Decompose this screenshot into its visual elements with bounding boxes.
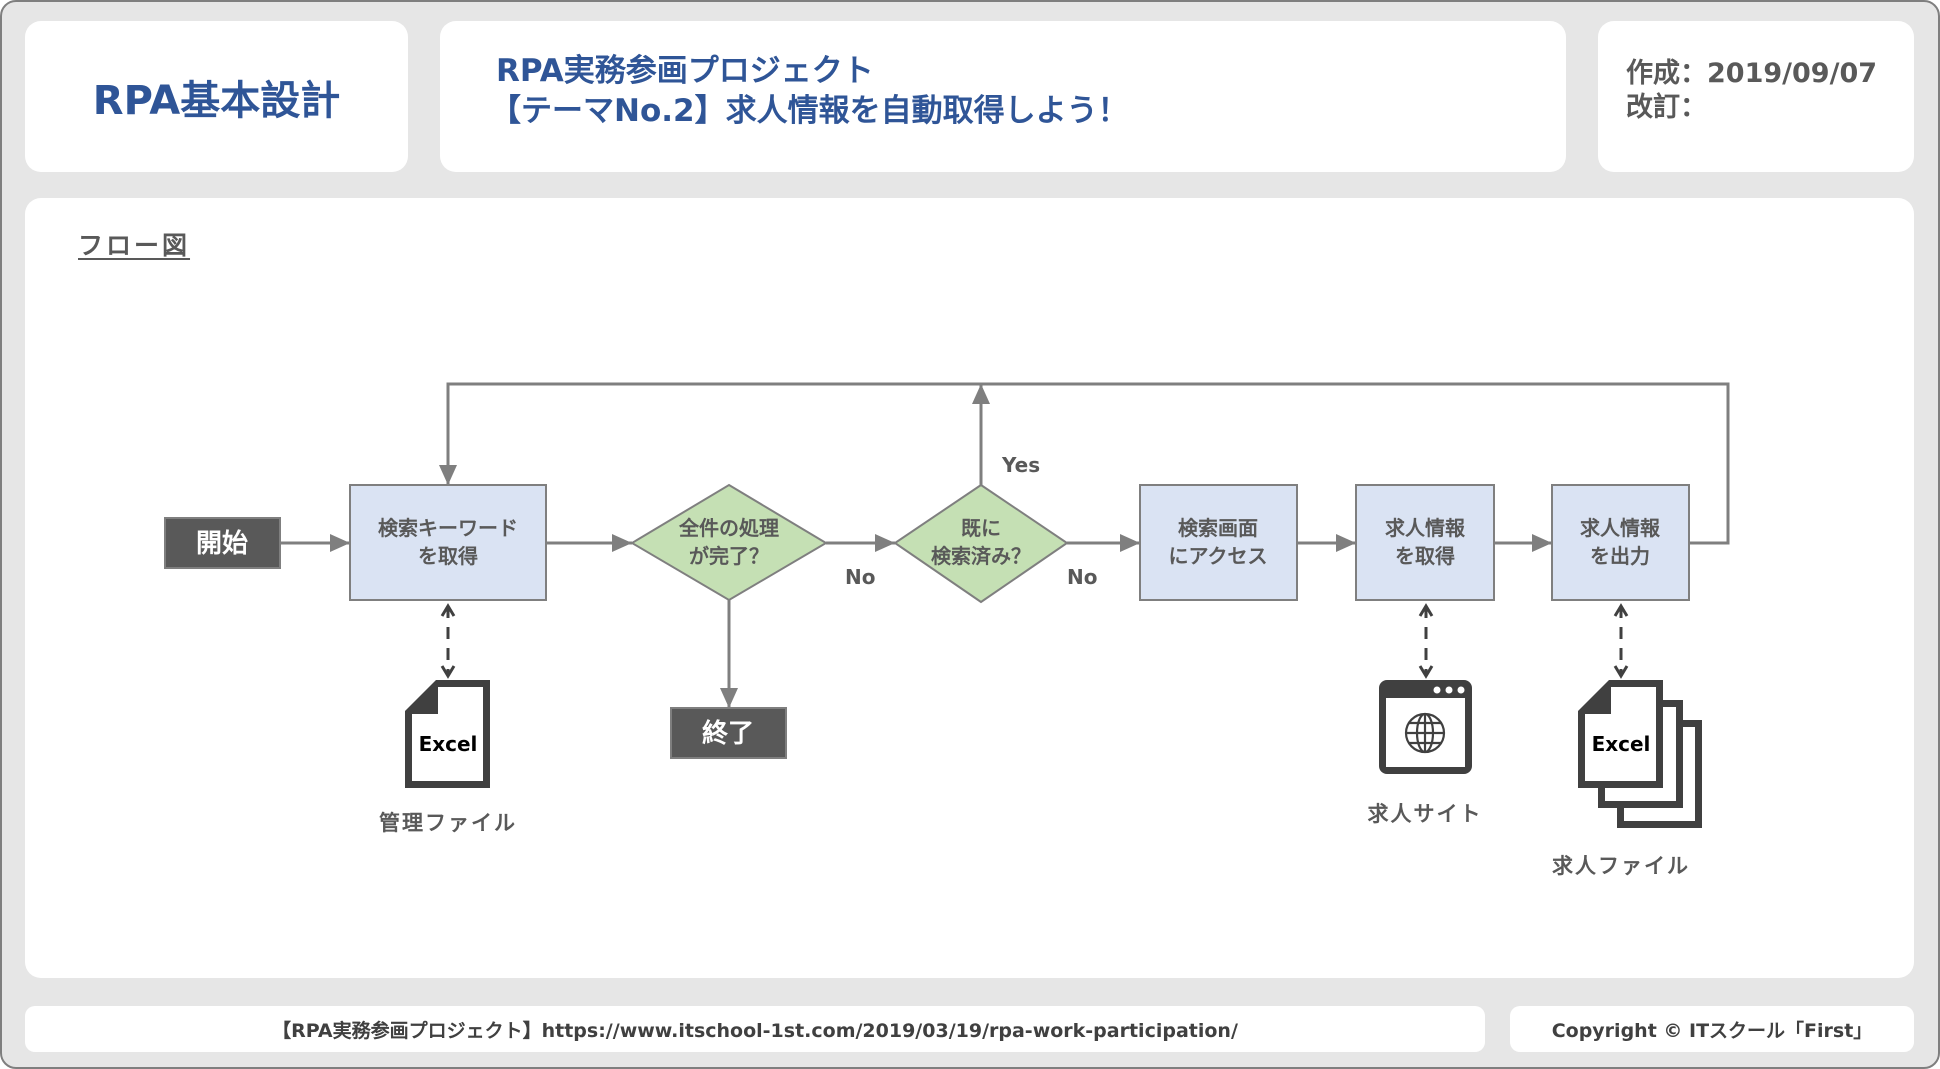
footer-link[interactable]: 【RPA実務参画プロジェクト】https://www.itschool-1st.…	[272, 1019, 1238, 1042]
created-date: 作成：2019/09/07	[1626, 58, 1878, 89]
process-get-jobs-line1: 求人情報	[1385, 516, 1466, 540]
process-get-jobs-line2: を取得	[1395, 544, 1455, 568]
process-access-search-line1: 検索画面	[1178, 516, 1258, 540]
caption-management-file: 管理ファイル	[379, 811, 517, 835]
excel-label-2: Excel	[1592, 732, 1651, 756]
process-get-keyword-line2: を取得	[418, 544, 478, 568]
project-panel: RPA実務参画プロジェクト 【テーマNo.2】求人情報を自動取得しよう！	[440, 21, 1566, 172]
end-label: 終了	[702, 718, 754, 749]
process-get-keyword-line1: 検索キーワード	[378, 516, 518, 540]
decision-already-searched: 既に 検索済み？	[893, 483, 1069, 604]
doc-title-panel: RPA基本設計	[25, 21, 408, 172]
decision-all-done-line2: が完了？	[689, 544, 769, 568]
revised-date: 改訂：	[1626, 92, 1707, 123]
caption-job-site: 求人サイト	[1368, 802, 1483, 826]
meta-panel: 作成：2019/09/07 改訂：	[1598, 21, 1914, 172]
start-label: 開始	[196, 529, 248, 559]
end-node: 終了	[670, 707, 787, 759]
start-node: 開始	[164, 517, 281, 569]
process-output-jobs-line1: 求人情報	[1580, 516, 1661, 540]
caption-job-file: 求人ファイル	[1552, 854, 1690, 878]
excel-label-1: Excel	[419, 732, 478, 756]
footer-copyright-panel: Copyright © ITスクール「First」	[1510, 1006, 1914, 1052]
decision-already-searched-line1: 既に	[961, 516, 1001, 540]
label-no-1: No	[845, 565, 875, 589]
decision-all-done: 全件の処理 が完了？	[630, 483, 828, 602]
process-access-search-line2: にアクセス	[1169, 544, 1268, 568]
decision-all-done-line1: 全件の処理	[678, 516, 779, 540]
footer-link-panel: 【RPA実務参画プロジェクト】https://www.itschool-1st.…	[25, 1006, 1485, 1052]
connectors	[280, 382, 1730, 708]
process-get-jobs: 求人情報 を取得	[1355, 484, 1495, 601]
excel-files-stack-icon: Excel	[1578, 680, 1702, 828]
excel-file-icon: Excel	[405, 680, 490, 788]
browser-globe-icon	[1379, 680, 1472, 774]
globe-icon	[1404, 712, 1446, 754]
data-links	[440, 603, 1629, 679]
doc-title: RPA基本設計	[92, 77, 341, 124]
project-name: RPA実務参画プロジェクト	[496, 53, 874, 89]
process-output-jobs-line2: を出力	[1590, 544, 1650, 568]
decision-already-searched-line2: 検索済み？	[931, 544, 1031, 568]
copyright-text: Copyright © ITスクール「First」	[1551, 1019, 1873, 1042]
process-access-search: 検索画面 にアクセス	[1139, 484, 1298, 601]
process-output-jobs: 求人情報 を出力	[1551, 484, 1690, 601]
process-get-keyword: 検索キーワード を取得	[349, 484, 547, 601]
section-title: フロー図	[78, 231, 191, 260]
label-no-2: No	[1067, 565, 1097, 589]
project-theme: 【テーマNo.2】求人情報を自動取得しよう！	[490, 93, 1129, 129]
edge-loop-back	[439, 382, 1730, 545]
label-yes: Yes	[1001, 453, 1040, 477]
